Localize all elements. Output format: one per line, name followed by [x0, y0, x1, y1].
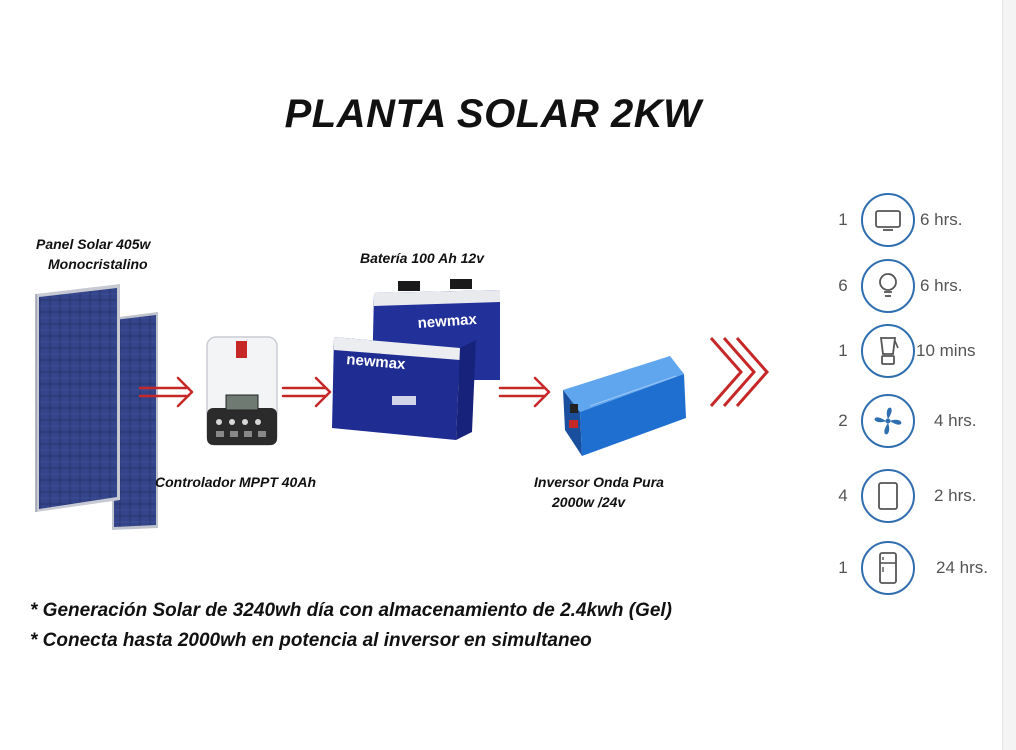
controller-icon	[206, 336, 278, 446]
consumption-quantity: 2	[838, 411, 848, 430]
consumption-quantity: 1	[838, 341, 848, 360]
consumption-duration: 2 hrs.	[934, 486, 977, 505]
consumption-row-fridge: 1 24 hrs.	[820, 538, 1000, 598]
consumption-duration: 6 hrs.	[920, 276, 963, 295]
inverter-icon	[563, 356, 686, 456]
consumption-row-tablet: 4 2 hrs.	[820, 466, 1000, 526]
lightbulb-icon	[861, 259, 915, 313]
panel-sublabel: Monocristalino	[48, 256, 148, 272]
note-connection: * Conecta hasta 2000wh en potencia al in…	[30, 630, 592, 651]
tablet-icon	[861, 469, 915, 523]
consumption-duration: 6 hrs.	[920, 210, 963, 229]
battery-brand-front: newmax	[346, 351, 407, 373]
solar-panel-icon	[35, 284, 158, 530]
consumption-duration: 24 hrs.	[936, 558, 988, 577]
consumption-quantity: 1	[838, 210, 848, 229]
consumption-row-fan: 2 4 hrs.	[820, 391, 1000, 451]
consumption-quantity: 1	[838, 558, 848, 577]
battery-label: Batería 100 Ah 12v	[360, 250, 484, 266]
page-title: PLANTA SOLAR 2KW	[284, 92, 702, 136]
notes: * Generación Solar de 3240wh día con alm…	[30, 596, 672, 656]
consumption-quantity: 6	[838, 276, 848, 295]
flow-arrow	[281, 376, 332, 408]
controller-label: Controlador MPPT 40Ah	[155, 474, 317, 490]
flow-arrow	[138, 376, 194, 408]
battery-icon	[332, 279, 500, 440]
chevron-right-icon	[709, 337, 770, 407]
blender-icon	[861, 324, 915, 378]
page-edge	[1002, 0, 1016, 750]
consumption-row-tv: 1 6 hrs.	[820, 190, 1000, 250]
note-generation: * Generación Solar de 3240wh día con alm…	[30, 600, 673, 621]
consumption-duration: 4 hrs.	[934, 411, 977, 430]
inverter-sublabel: 2000w /24v	[552, 494, 626, 510]
consumption-duration: 10 mins	[916, 341, 976, 360]
consumption-quantity: 4	[838, 486, 848, 505]
battery-brand-back: newmax	[417, 311, 478, 332]
fridge-icon	[861, 541, 915, 595]
fan-icon	[861, 394, 915, 448]
inverter-label: Inversor Onda Pura	[534, 474, 664, 490]
panel-label: Panel Solar 405w	[36, 236, 151, 252]
consumption-row-light: 6 6 hrs.	[820, 256, 1000, 316]
tv-icon	[861, 193, 915, 247]
flow-arrow	[498, 376, 551, 408]
consumption-row-blender: 1 10 mins	[820, 321, 1000, 381]
